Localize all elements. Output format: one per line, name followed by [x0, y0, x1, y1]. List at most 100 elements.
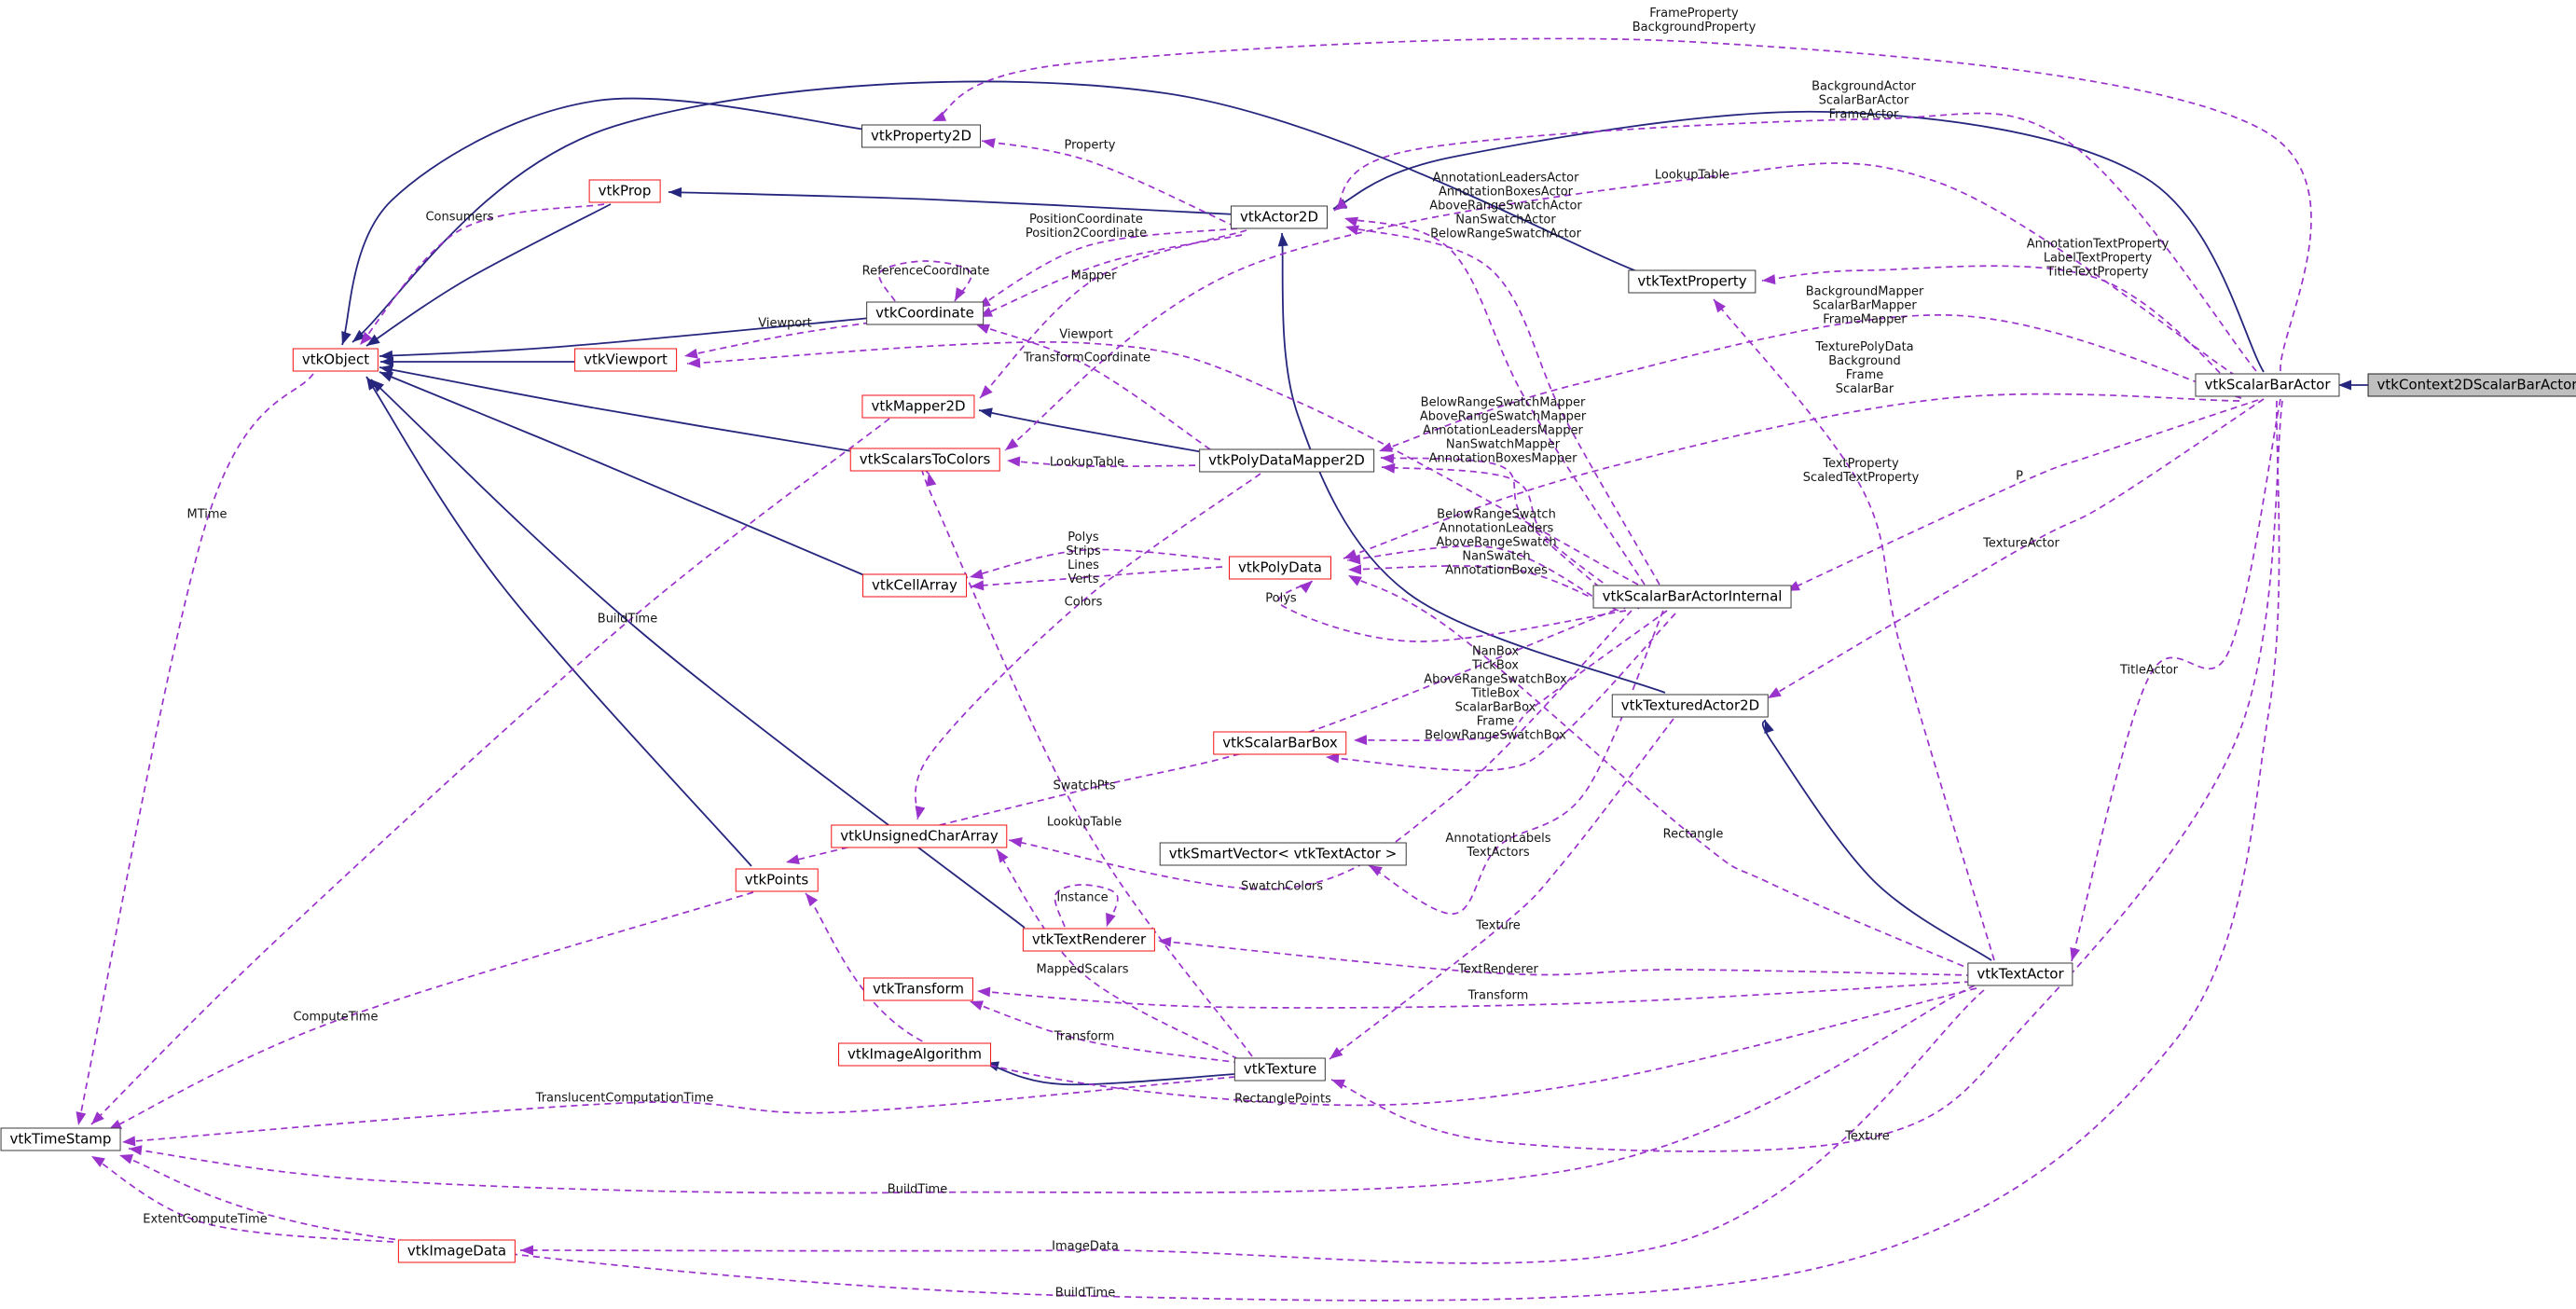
class-node-vtktexture[interactable]: vtkTexture — [1233, 1057, 1327, 1082]
edge-vtkscalarbaractor-to-vtktextactor — [2071, 398, 2281, 962]
edge-label-viewport-11: Viewport — [758, 316, 812, 331]
edge-vtktextrenderer-to-vtkobject — [370, 379, 1026, 929]
edge-vtktexturedactor2d-to-vtkactor2d — [1281, 232, 1666, 694]
edge-label-texture-42: Texture — [1845, 1129, 1890, 1144]
edge-vtktextactor-to-vtkpolydata — [1347, 574, 1975, 971]
arrowhead-icon — [786, 854, 800, 865]
arrowhead-icon — [520, 1245, 533, 1256]
edge-vtkscalarbaractorinternal-to-vtkactor2d — [1343, 217, 1646, 586]
edge-label-frameproperty-0: FrameProperty BackgroundProperty — [1632, 7, 1756, 34]
class-node-vtkpolydatamapper2d[interactable]: vtkPolyDataMapper2D — [1199, 448, 1374, 473]
arrowhead-icon — [970, 1000, 985, 1011]
edge-vtkobject-to-vtktimestamp — [77, 373, 314, 1126]
edge-vtkactor2d-to-vtkcoordinate — [978, 234, 1243, 318]
arrowhead-icon — [806, 893, 819, 907]
arrowhead-icon — [970, 569, 984, 580]
class-node-vtktextrenderer[interactable]: vtkTextRenderer — [1022, 928, 1156, 952]
edge-vtkscalarbaractorinternal-to-vtkscalarbarbox — [1353, 610, 1668, 741]
arrowhead-icon — [129, 1145, 143, 1156]
arrowhead-icon — [1007, 456, 1021, 467]
arrowhead-icon — [1762, 274, 1776, 285]
arrowhead-icon — [91, 1111, 104, 1124]
class-node-vtkproperty2d[interactable]: vtkProperty2D — [861, 124, 982, 148]
edge-vtktextactor-to-vtktimestamp — [128, 985, 1976, 1194]
class-node-vtkprop[interactable]: vtkProp — [588, 179, 661, 203]
edge-label-polys-24: Polys — [1265, 591, 1297, 606]
class-node-vtkmapper2d[interactable]: vtkMapper2D — [861, 394, 975, 419]
edge-vtktexture-to-vtkscalarstocolors — [921, 467, 1253, 1057]
class-node-vtkscalarbaractorinternal[interactable]: vtkScalarBarActorInternal — [1592, 585, 1792, 609]
edge-label-swatchpts-28: SwatchPts — [1053, 779, 1116, 793]
arrowhead-icon — [380, 356, 393, 367]
arrowhead-icon — [926, 473, 937, 487]
arrowhead-icon — [980, 385, 993, 398]
arrowhead-icon — [1299, 581, 1313, 594]
arrowhead-icon — [76, 1111, 87, 1125]
edge-label-mtime-20: MTime — [186, 507, 227, 522]
arrowhead-icon — [1347, 554, 1361, 565]
arrowhead-icon — [1005, 438, 1019, 450]
edge-vtkscalarbaractor-to-vtkscalarstocolors — [1004, 162, 2237, 451]
class-node-vtktextproperty[interactable]: vtkTextProperty — [1628, 269, 1756, 294]
arrowhead-icon — [1331, 1079, 1346, 1090]
class-node-vtkscalarstocolors[interactable]: vtkScalarsToColors — [849, 448, 1000, 472]
edge-vtkpolydata-to-vtkcellarray — [969, 548, 1221, 578]
edge-vtktexture-to-vtkimagealgorithm — [985, 1062, 1236, 1086]
class-node-vtkunsignedchararray[interactable]: vtkUnsignedCharArray — [831, 824, 1008, 848]
edge-vtkscalarbaractorinternal-to-vtkactor2d — [1344, 226, 1660, 586]
arrowhead-icon — [366, 334, 380, 346]
arrowhead-icon — [108, 1119, 123, 1130]
edge-label-annotationleadersactor-4: AnnotationLeadersActor AnnotationBoxesAc… — [1429, 171, 1582, 241]
class-node-vtktextactor[interactable]: vtkTextActor — [1967, 962, 2073, 986]
arrowhead-icon — [2338, 379, 2351, 391]
arrowhead-icon — [1345, 225, 1359, 236]
edge-vtktextactor-to-vtkimagedata — [519, 989, 1985, 1264]
edge-label-backgroundmapper-10: BackgroundMapper ScalarBarMapper FrameMa… — [1805, 284, 1924, 327]
edge-label-mapper-8: Mapper — [1070, 269, 1117, 283]
edge-vtkcoordinate-to-vtkcoordinate — [878, 260, 972, 302]
class-node-vtkobject[interactable]: vtkObject — [292, 348, 379, 372]
edge-vtkactor2d-to-vtkprop — [668, 191, 1236, 215]
edge-vtkscalarstocolors-to-vtkobject — [379, 366, 853, 452]
edge-vtkscalarbaractor-to-vtkpolydata — [1343, 393, 2240, 559]
class-node-vtkscalarbaractor[interactable]: vtkScalarBarActor — [2195, 373, 2340, 397]
arrowhead-icon — [1714, 299, 1726, 313]
class-node-vtkimagealgorithm[interactable]: vtkImageAlgorithm — [838, 1042, 991, 1067]
edge-label-translucentcomputationtime-40: TranslucentComputationTime — [535, 1091, 714, 1106]
edge-label-texture-33: Texture — [1476, 918, 1521, 933]
class-node-vtkactor2d[interactable]: vtkActor2D — [1230, 205, 1329, 229]
class-node-vtkcellarray[interactable]: vtkCellArray — [862, 573, 967, 598]
class-node-vtkcontext2dscalarbaractor[interactable]: vtkContext2DScalarBarActor — [2367, 373, 2576, 397]
class-node-vtkviewport[interactable]: vtkViewport — [574, 348, 677, 372]
class-node-vtkimagedata[interactable]: vtkImageData — [397, 1239, 517, 1263]
class-node-vtksmartvector[interactable]: vtkSmartVector< vtkTextActor > — [1159, 842, 1407, 866]
arrowhead-icon — [91, 1156, 105, 1167]
class-node-vtkpolydata[interactable]: vtkPolyData — [1229, 556, 1331, 580]
arrowhead-icon — [1382, 462, 1396, 474]
edge-label-textureactor-19: TextureActor — [1983, 536, 2059, 551]
edge-vtkscalarbaractorinternal-to-vtkpolydatamapper2d — [1380, 457, 1626, 610]
class-node-vtkpoints[interactable]: vtkPoints — [735, 868, 819, 892]
arrowhead-icon — [1329, 1047, 1343, 1059]
class-node-vtkcoordinate[interactable]: vtkCoordinate — [866, 301, 984, 325]
class-node-vtkscalarbarbox[interactable]: vtkScalarBarBox — [1213, 731, 1347, 755]
arrowhead-icon — [371, 379, 384, 393]
edge-vtkproperty2d-to-vtkobject — [341, 97, 874, 346]
edge-vtkscalarbaractorinternal-to-vtkpolydata — [1347, 565, 1619, 612]
edge-vtkpolydata-to-vtkcellarray — [970, 566, 1223, 587]
edge-vtktexture-to-vtktransform — [969, 1000, 1241, 1064]
edge-label-buildtime-43: BuildTime — [887, 1182, 948, 1197]
edge-vtktextproperty-to-vtkobject — [351, 80, 1643, 343]
class-node-vtktransform[interactable]: vtkTransform — [862, 977, 974, 1001]
arrowhead-icon — [1158, 936, 1172, 947]
arrowhead-icon — [1764, 720, 1774, 735]
arrowhead-icon — [1106, 912, 1116, 927]
class-node-vtktimestamp[interactable]: vtkTimeStamp — [0, 1127, 121, 1151]
arrowhead-icon — [341, 330, 351, 345]
arrowhead-icon — [977, 986, 991, 998]
edge-vtkcellarray-to-vtkobject — [379, 371, 865, 576]
arrowhead-icon — [915, 806, 926, 820]
edge-vtkscalarbaractor-to-vtkactor2d — [1332, 110, 2265, 373]
edge-label-transform-38: Transform — [1054, 1029, 1115, 1044]
class-node-vtktexturedactor2d[interactable]: vtkTexturedActor2D — [1611, 694, 1770, 718]
